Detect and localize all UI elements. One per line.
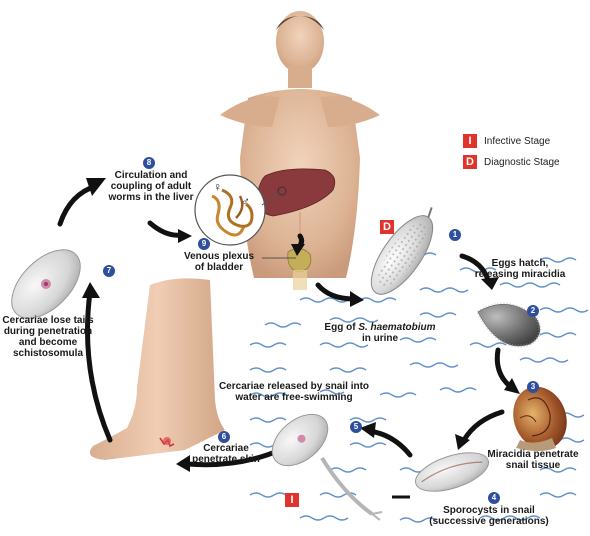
step-3-label: Miracidia penetrate snail tissue (480, 449, 586, 471)
legend-infective-box: I (463, 134, 477, 148)
step-7-badge: 7 (103, 265, 115, 277)
diagnostic-stage-marker: D (380, 220, 394, 234)
step-6-label: Cercariae penetrate skin (186, 443, 266, 465)
step-9-badge: 9 (198, 238, 210, 250)
step-5-badge: 5 (350, 421, 362, 433)
step-1-badge: 1 (449, 229, 461, 241)
step-9-label: Venous plexus of bladder (180, 251, 258, 273)
egg-label-prefix: Egg of (324, 322, 358, 333)
legend-diagnostic-box: D (463, 155, 477, 169)
infective-stage-marker: I (285, 493, 299, 507)
step-7-label: Cercariae lose tails during penetration … (0, 315, 96, 359)
egg-s-haematobium (360, 198, 450, 303)
step-3-badge: 3 (527, 381, 539, 393)
legend-infective-label: Infective Stage (484, 136, 550, 147)
step-1-label: Eggs hatch, releasing miracidia (470, 258, 570, 280)
step-4-label: Sporocysts in snail (successive generati… (416, 505, 562, 527)
step-6-badge: 6 (218, 431, 230, 443)
egg-label-species: S. haematobium (358, 322, 435, 333)
female-symbol: ♀ (213, 182, 222, 193)
step-8-label: Circulation and coupling of adult worms … (96, 170, 206, 203)
step-4-badge: 4 (488, 492, 500, 504)
male-symbol: ♂ (241, 196, 250, 207)
leg (90, 278, 225, 460)
step-2-badge: 2 (527, 305, 539, 317)
egg-label-suffix: in urine (362, 333, 398, 344)
egg-label: Egg of S. haematobium in urine (320, 322, 440, 344)
step-8-badge: 8 (143, 157, 155, 169)
step-5-label: Cercariae released by snail into water a… (218, 381, 370, 403)
legend-diagnostic-label: Diagnostic Stage (484, 157, 560, 168)
